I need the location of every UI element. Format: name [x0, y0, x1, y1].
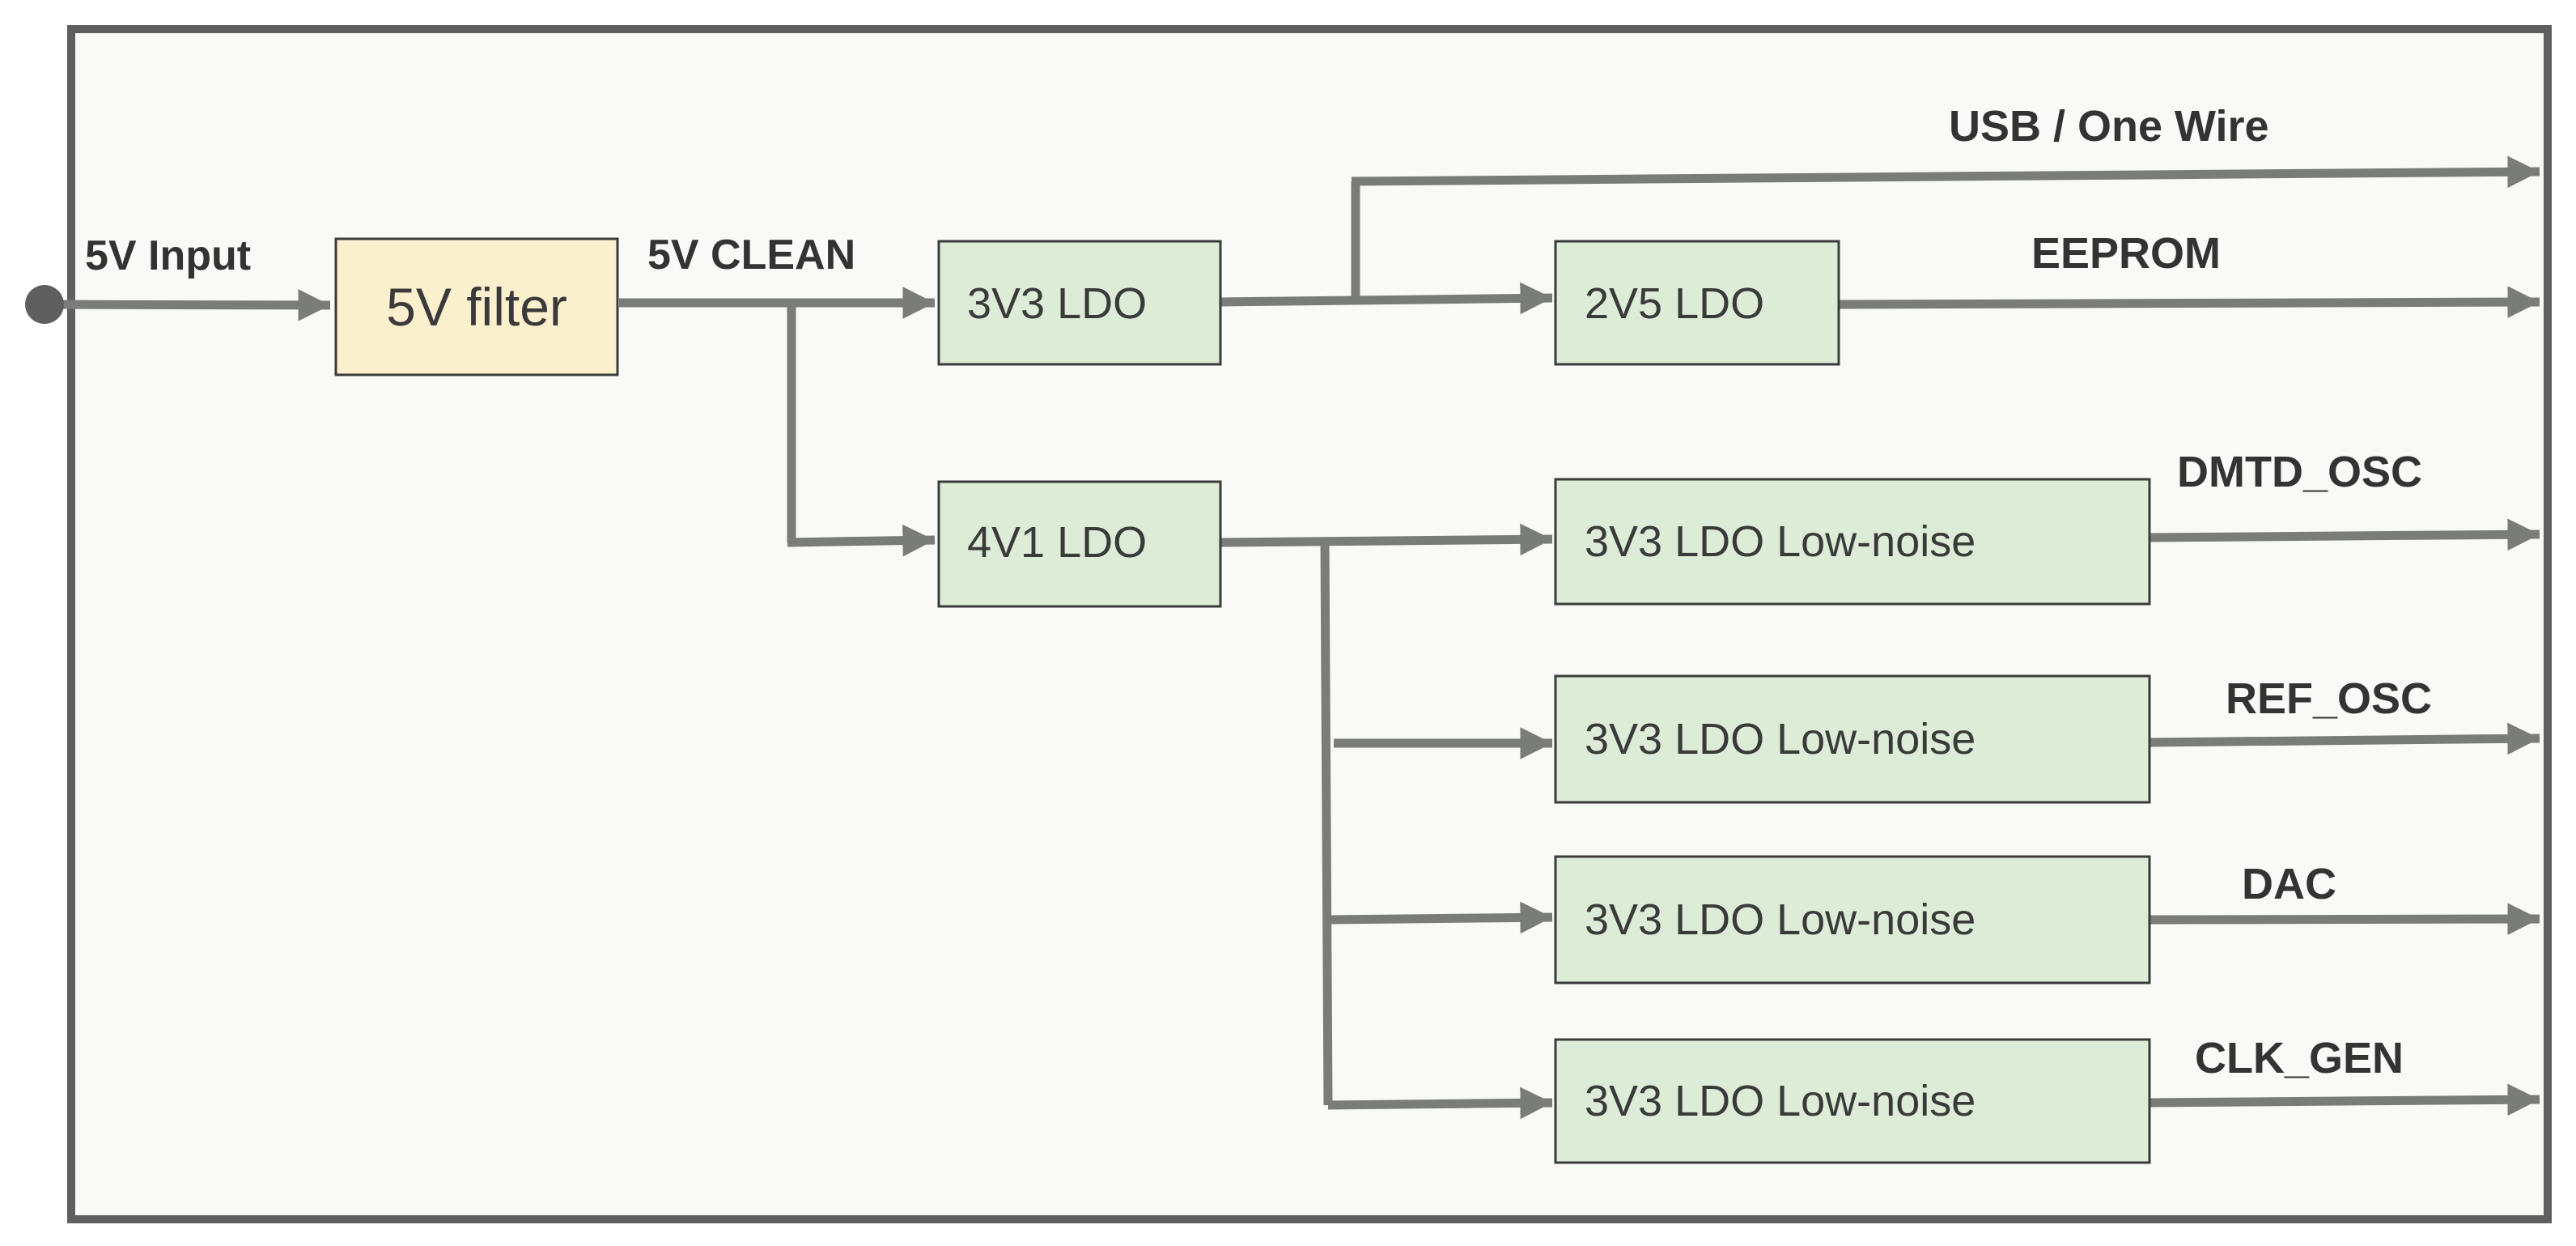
- block-3v3-ldo-low-noise-dac: 3V3 LDO Low-noise: [1554, 855, 2151, 984]
- block-ln-ref-label: 3V3 LDO Low-noise: [1585, 715, 1975, 763]
- label-5v-clean: 5V CLEAN: [647, 232, 855, 279]
- wire-4v1-bus-down: [1320, 539, 1333, 1106]
- wire-dmtd-out: [2149, 518, 2540, 551]
- block-5v-filter-label: 5V filter: [386, 277, 567, 337]
- label-usb-one-wire: USB / One Wire: [1949, 102, 2269, 151]
- block-4v1-ldo: 4V1 LDO: [937, 480, 1222, 608]
- wire-ref-out: [2149, 722, 2540, 755]
- block-5v-filter: 5V filter: [334, 237, 619, 376]
- wire-clean-to-4v1: [787, 524, 936, 557]
- label-dmtd-osc: DMTD_OSC: [2177, 448, 2422, 496]
- label-5v-input: 5V Input: [85, 232, 251, 279]
- wire-bus-to-ln-clk: [1327, 1087, 1553, 1120]
- block-3v3-ldo: 3V3 LDO: [937, 240, 1222, 366]
- wire-3v3-to-2v5: [1220, 282, 1553, 315]
- block-4v1-ldo-label: 4V1 LDO: [967, 518, 1147, 567]
- block-ln-clk-label: 3V3 LDO Low-noise: [1585, 1077, 1975, 1125]
- block-3v3-ldo-low-noise-clk: 3V3 LDO Low-noise: [1554, 1038, 2151, 1164]
- block-2v5-ldo-label: 2V5 LDO: [1585, 279, 1764, 328]
- block-ln-dmtd-label: 3V3 LDO Low-noise: [1585, 517, 1975, 566]
- block-3v3-ldo-low-noise-dmtd: 3V3 LDO Low-noise: [1554, 478, 2151, 606]
- label-dac: DAC: [2242, 860, 2336, 908]
- block-3v3-ldo-low-noise-ref: 3V3 LDO Low-noise: [1554, 674, 2151, 804]
- wire-usb-rail: [1351, 155, 2540, 189]
- wire-2v5-to-eeprom: [1839, 286, 2540, 318]
- block-3v3-ldo-label: 3V3 LDO: [967, 279, 1147, 328]
- wire-dac-out: [2149, 903, 2540, 935]
- block-2v5-ldo: 2V5 LDO: [1554, 240, 1840, 366]
- wire-4v1-to-ln-dmtd: [1220, 523, 1553, 556]
- diagram-frame: [67, 25, 2552, 1223]
- label-clk-gen: CLK_GEN: [2195, 1034, 2404, 1082]
- wire-clk-out: [2149, 1083, 2540, 1116]
- label-eeprom: EEPROM: [2031, 229, 2221, 278]
- input-terminal-dot-icon: [25, 285, 64, 324]
- block-ln-dac-label: 3V3 LDO Low-noise: [1585, 895, 1975, 944]
- label-ref-osc: REF_OSC: [2226, 674, 2432, 723]
- wire-bus-to-ln-dac: [1327, 901, 1553, 934]
- wire-input-to-filter: [44, 289, 331, 321]
